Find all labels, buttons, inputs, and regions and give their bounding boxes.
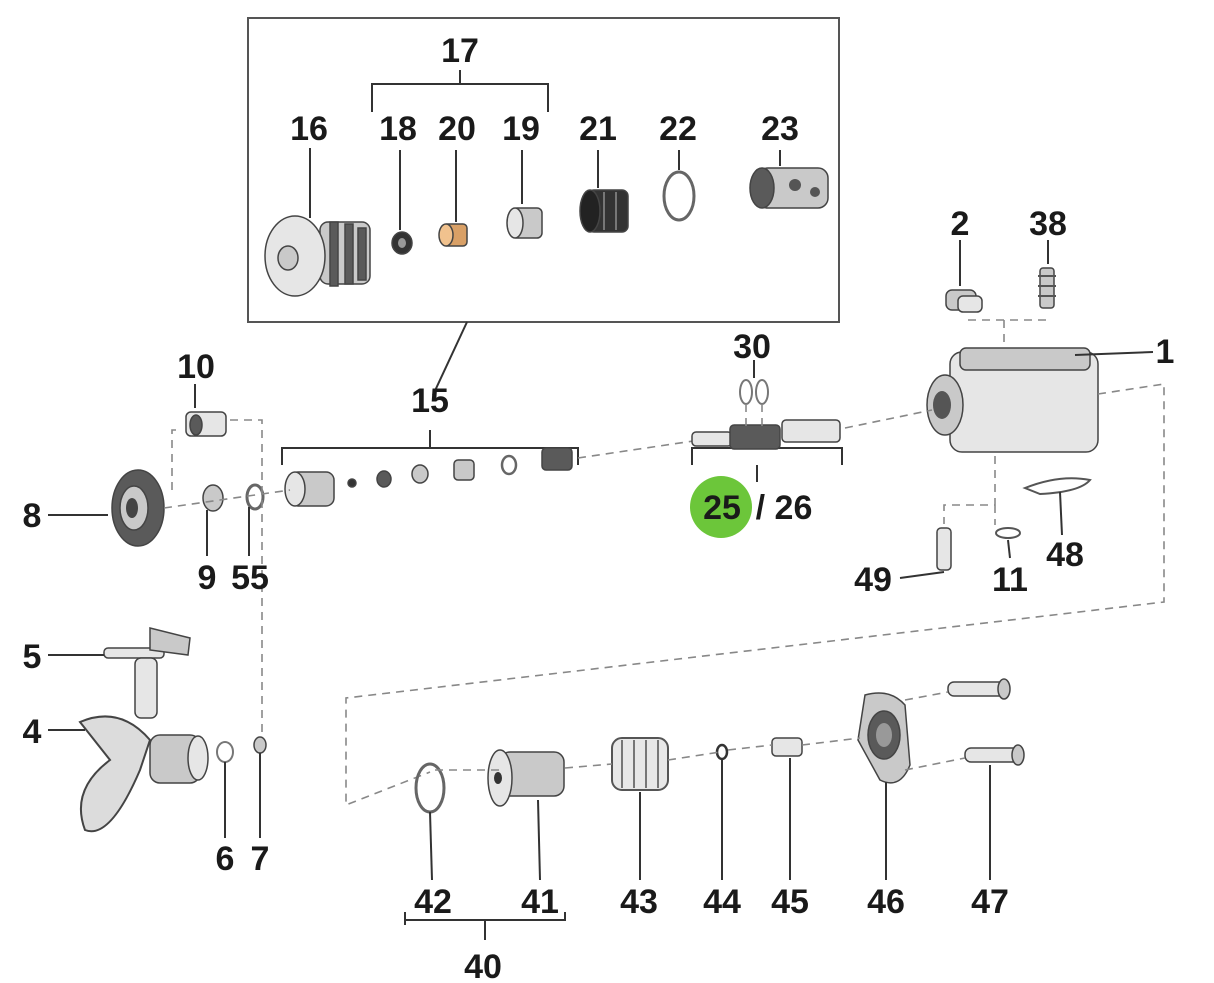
label-16: 16 bbox=[290, 110, 328, 148]
bracket-25-26 bbox=[691, 447, 843, 465]
label-7: 7 bbox=[251, 840, 270, 878]
part-46-flange bbox=[857, 692, 911, 784]
label-43: 43 bbox=[620, 883, 658, 921]
label-30: 30 bbox=[733, 328, 771, 366]
label-17: 17 bbox=[441, 32, 479, 70]
label-45: 45 bbox=[771, 883, 809, 921]
label-26: / 26 bbox=[756, 489, 813, 527]
part-9-seal bbox=[202, 484, 224, 512]
inset-box bbox=[247, 17, 840, 323]
part-22-o-ring bbox=[662, 170, 696, 222]
inset-leader bbox=[432, 321, 468, 396]
label-55: 55 bbox=[231, 559, 269, 597]
part-44-ring bbox=[715, 743, 729, 761]
label-10: 10 bbox=[177, 348, 215, 386]
part-42-o-ring bbox=[414, 762, 446, 814]
label-6: 6 bbox=[216, 840, 235, 878]
part-20-brass-bushing bbox=[438, 223, 468, 247]
part-1-body bbox=[926, 347, 1099, 453]
part-5-guard bbox=[103, 627, 191, 719]
part-49-pin bbox=[936, 527, 952, 571]
label-8: 8 bbox=[23, 497, 42, 535]
label-20: 20 bbox=[438, 110, 476, 148]
part-11-washer bbox=[995, 527, 1021, 539]
part-38-fitting bbox=[1038, 267, 1056, 309]
label-44: 44 bbox=[703, 883, 741, 921]
part-47-bolts bbox=[947, 678, 1025, 766]
bracket-17 bbox=[371, 83, 549, 112]
part-43-spring bbox=[611, 737, 669, 791]
label-15: 15 bbox=[411, 382, 449, 420]
label-22: 22 bbox=[659, 110, 697, 148]
bracket-40 bbox=[404, 912, 566, 925]
label-5: 5 bbox=[23, 638, 42, 676]
label-25: 25 bbox=[703, 489, 741, 527]
part-19-sleeve bbox=[506, 207, 543, 239]
label-42: 42 bbox=[414, 883, 452, 921]
label-47: 47 bbox=[971, 883, 1009, 921]
part-41-piston bbox=[487, 749, 565, 807]
part-16-plug bbox=[264, 215, 371, 297]
label-2: 2 bbox=[951, 205, 970, 243]
part-23-housing bbox=[749, 167, 829, 209]
label-49: 49 bbox=[854, 561, 892, 599]
label-21: 21 bbox=[579, 110, 617, 148]
label-46: 46 bbox=[867, 883, 905, 921]
part-21-nut bbox=[579, 189, 629, 233]
part-7-seat bbox=[253, 736, 267, 754]
part-48-gasket bbox=[1022, 477, 1092, 496]
label-18: 18 bbox=[379, 110, 417, 148]
label-9: 9 bbox=[198, 559, 217, 597]
part-8-nut bbox=[111, 469, 165, 547]
highlight-circle-25 bbox=[690, 476, 752, 538]
label-48: 48 bbox=[1046, 536, 1084, 574]
part-2-cap bbox=[945, 289, 983, 313]
part-15-assembly bbox=[284, 447, 573, 507]
label-19: 19 bbox=[502, 110, 540, 148]
part-6-washer bbox=[216, 741, 234, 763]
part-45-valve bbox=[771, 737, 803, 757]
label-4: 4 bbox=[23, 713, 42, 751]
label-40: 40 bbox=[464, 948, 502, 983]
label-38: 38 bbox=[1029, 205, 1067, 243]
part-4-gun bbox=[78, 715, 209, 833]
part-30-seals bbox=[739, 379, 769, 405]
label-23: 23 bbox=[761, 110, 799, 148]
part-18-ring bbox=[391, 231, 413, 255]
label-1: 1 bbox=[1156, 333, 1175, 371]
label-11: 11 bbox=[992, 561, 1028, 599]
label-41: 41 bbox=[521, 883, 559, 921]
part-10-tip bbox=[185, 411, 227, 437]
part-55-ring bbox=[245, 483, 265, 511]
bracket-15 bbox=[281, 447, 579, 465]
part-25-26-valve bbox=[691, 419, 841, 450]
